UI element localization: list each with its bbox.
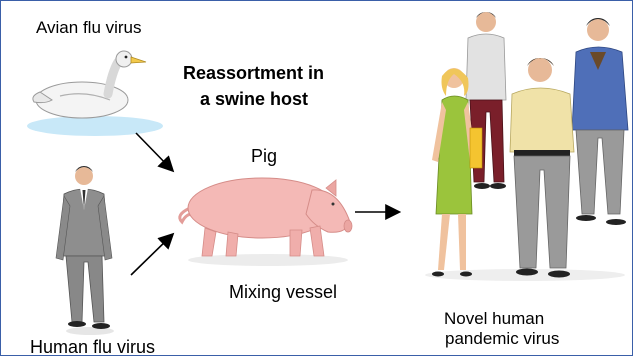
human-icon (56, 166, 114, 335)
arrow-duck-to-pig (136, 133, 172, 170)
novel-virus-label-line-1: Novel human (444, 309, 544, 329)
avian-flu-virus-label: Avian flu virus (36, 18, 142, 38)
person-man-beige-shirt (510, 58, 574, 278)
person-man-denim-jacket (572, 18, 628, 225)
novel-virus-label-line-2: pandemic virus (445, 329, 559, 349)
people-group-icon (425, 12, 628, 281)
duck-icon (27, 51, 163, 136)
title-line-1: Reassortment in (183, 63, 324, 84)
arrow-human-to-pig (131, 235, 172, 275)
pig-icon (180, 178, 352, 266)
pig-label: Pig (251, 146, 277, 167)
title-line-2: a swine host (200, 89, 308, 110)
mixing-vessel-label: Mixing vessel (229, 282, 337, 303)
human-flu-virus-label: Human flu virus (30, 337, 155, 358)
